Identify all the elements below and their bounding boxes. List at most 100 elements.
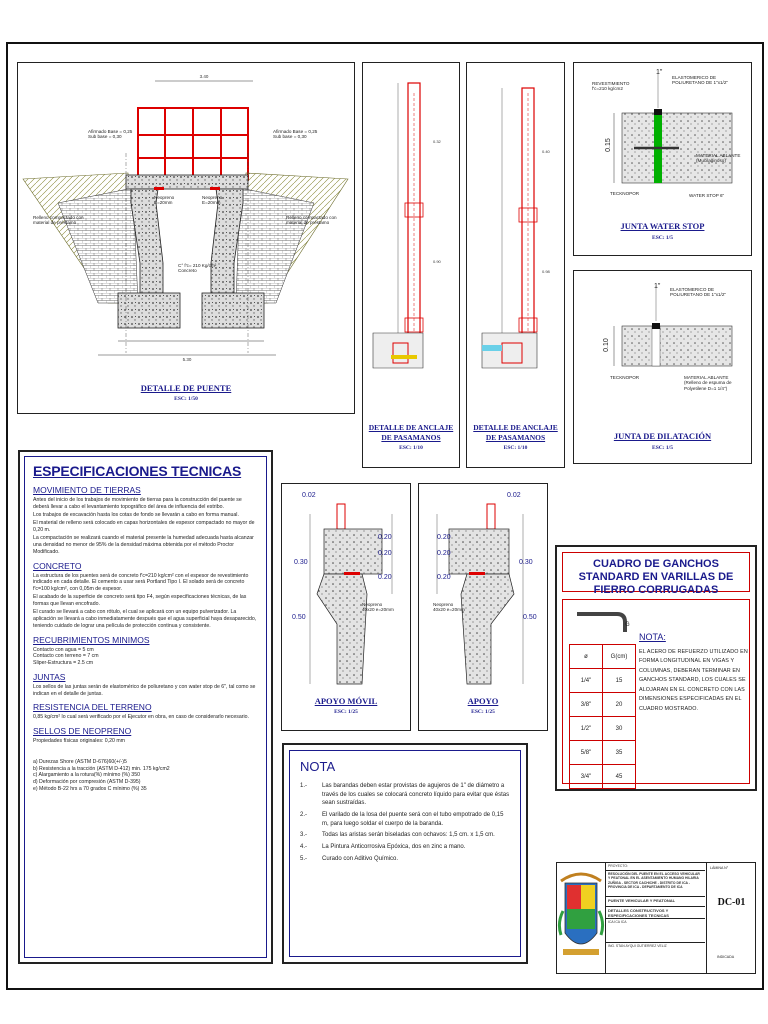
spec-s5-title: RESISTENCIA DEL TERRENO	[33, 702, 152, 713]
spec-paragraph: La estructura de los puentes será de con…	[33, 572, 249, 593]
ws-inch-label: 1"	[656, 69, 663, 76]
ap-d5: 0.20	[437, 574, 451, 581]
nota-text: Todas las aristas serán biseladas con oc…	[322, 832, 495, 839]
ap-d1: 0.02	[507, 492, 521, 499]
spec-line: d) Deformación por compresión (ASTM D-39…	[33, 779, 141, 785]
table-row: 1/2"30	[569, 716, 636, 741]
tb-engineer: ING. STAN AYQUI GUTIERREZ VELIZ	[608, 944, 667, 948]
title-block-grid: PROYECTO: RESOLUCIÓN DEL PUENTE EN EL AC…	[606, 863, 705, 973]
nota-item: 4.-La Pintura Anticorrosiva Epóxica, dos…	[300, 843, 510, 852]
nota-item: 5.-Curado con Aditivo Químico.	[300, 855, 510, 864]
title-block: PROYECTO: RESOLUCIÓN DEL PUENTE EN EL AC…	[556, 862, 756, 974]
bridge-caption: DETALLE DE PUENTE	[140, 383, 232, 393]
ws-teknoport-label: TECKNOPOR	[610, 191, 640, 196]
neoprene-right-label: Neopreno E=20mm	[202, 195, 223, 206]
waterstop-caption: JUNTA WATER STOP	[620, 221, 705, 231]
sheet-number: DC-01	[717, 897, 746, 908]
ganchos-panel: CUADRO DE GANCHOS STANDARD EN VARILLAS D…	[555, 545, 757, 791]
tb-project-label: PROYECTO:	[606, 863, 705, 871]
bridge-scale: ESC: 1/50	[174, 396, 198, 402]
table-cell: 3/4"	[569, 764, 603, 789]
waterstop-scale: ESC: 1/5	[652, 235, 673, 241]
spec-line: Sliper-Estructura = 2.5 cm	[33, 660, 94, 666]
dil-dim-label: 0.10	[602, 338, 610, 352]
dil-teknoport-label: TECKNOPOR	[610, 375, 640, 380]
spec-paragraph: Propiedades físicas originales: 0,20 mm	[33, 738, 125, 744]
ganchos-note-text: EL ACERO DE REFUERZO UTILIZADO EN FORMA …	[639, 649, 748, 712]
municipal-shield-logo	[557, 863, 606, 973]
table-cell: 45	[602, 764, 636, 789]
title-block-right: LÁMINA N° DC-01 INDICADA	[706, 863, 756, 973]
ap-d6: 0.50	[523, 614, 537, 621]
table-cell: 35	[602, 740, 636, 765]
spec-title: ESPECIFICACIONES TECNICAS	[33, 463, 242, 479]
table-row: 3/4"45	[569, 764, 636, 789]
table-row: 3/8"20	[569, 692, 636, 717]
base-left-label: Afirmado Base = 0,25 Sub base = 0,30	[88, 129, 133, 140]
anchor1-caption-2: DE PASAMANOS	[381, 433, 441, 442]
specifications-panel: ESPECIFICACIONES TECNICAS MOVIMIENTO DE …	[18, 450, 273, 964]
spec-paragraph: Antes del inicio de los trabajos de movi…	[33, 497, 242, 510]
table-row: 1/4"15	[569, 668, 636, 693]
tb-sheet-title: DETALLES CONSTRUCTIVOS Y ESPECIFICACIONE…	[606, 907, 705, 919]
am-neo: Neopreno 40x20 e=20mm	[362, 602, 394, 613]
table-cell: 3/8"	[569, 692, 603, 717]
table-row: 5/8"35	[569, 740, 636, 765]
nota-item: 3.-Todas las aristas serán biseladas con…	[300, 831, 510, 840]
dil-inch-label: 1"	[654, 283, 661, 290]
am-d2: 0.20	[378, 534, 392, 541]
spec-paragraph: Los trabajos de excavación hasta los cot…	[33, 512, 239, 518]
hook-icon	[577, 612, 627, 632]
spec-s6-title: SELLOS DE NEOPRENO	[33, 726, 132, 736]
spec-s1-title: MOVIMIENTO DE TIERRAS	[33, 485, 141, 495]
apoyo-panel: 0.02 0.20 0.20 0.30 0.20 0.50 Neopreno 4…	[418, 483, 548, 731]
ganchos-note-title: NOTA:	[639, 632, 666, 642]
spec-line: Contacto con agua = 5 cm	[33, 646, 94, 653]
nota-text: Las barandas deben estar provistas de ag…	[322, 783, 510, 807]
apoyo-movil-drawing	[309, 503, 393, 685]
dilatation-panel: 1" ELASTOMERICO DE POLIURETANO DE 1"x1/2…	[573, 270, 752, 464]
spec-paragraph: El acabado de la superficie de concreto …	[33, 594, 247, 607]
tb-sheet-subject: PUENTE VEHICULAR Y PEATONAL	[606, 897, 705, 907]
dil-material-label: MATERIAL ABLANTE (Relleno de espuma de P…	[684, 375, 732, 391]
table-cell: 1/2"	[569, 716, 603, 741]
bridge-detail-panel: 3.40 5.30 Afirmado Base = 0,25 Sub base …	[17, 62, 355, 414]
ap-d2: 0.20	[437, 534, 451, 541]
nota-panel: NOTA 1.-Las barandas deben estar provist…	[282, 743, 528, 964]
ganchos-title: CUADRO DE GANCHOS STANDARD EN VARILLAS D…	[562, 552, 750, 596]
ws-revest-label: REVESTIMIENTO f'c=210 kg/cm2	[592, 81, 630, 92]
ganchos-g-label: G	[625, 622, 630, 628]
spec-paragraph: Los sellos de las juntas serán de elasto…	[33, 683, 256, 697]
apoyo-movil-caption: APOYO MÓVIL	[314, 696, 378, 706]
waterstop-drawing	[613, 73, 733, 184]
dil-elast-label: ELASTOMERICO DE POLIURETANO DE 1"x1/2"	[670, 287, 727, 298]
apoyo-drawing	[436, 503, 524, 685]
nota-title: NOTA	[300, 759, 336, 774]
drawing-sheet-frame	[6, 42, 764, 990]
spec-s3-title: RECUBRIMIENTOS MINIMOS	[33, 634, 150, 645]
anchor2-scale: ESC: 1/10	[503, 445, 528, 451]
ap-d4: 0.30	[519, 559, 533, 566]
spec-line: b) Resistencia a la tracción (ASTM D-412…	[33, 765, 170, 772]
nota-text: La Pintura Anticorrosiva Epóxica, dos en…	[322, 844, 466, 851]
spec-paragraph: 0,85 kg/cm² lo cual será verificado por …	[33, 714, 249, 721]
spec-s2-title: CONCRETO	[33, 560, 82, 571]
ws-material-label: MATERIAL ABLANTE (Mucilaginoso)	[696, 153, 741, 164]
apoyo-movil-panel: 0.02 0.20 0.20 0.30 0.20 0.50 Neopreno 4…	[281, 483, 411, 731]
tb-scale: INDICADA	[717, 955, 735, 959]
am-d3: 0.20	[378, 550, 392, 557]
spec-line: Contacto con terreno = 7 cm	[33, 653, 99, 660]
dilatation-drawing	[613, 286, 733, 367]
table-cell: 1/4"	[569, 668, 603, 693]
ap-neo: Neopreno 40x20 e=20mm	[433, 602, 465, 613]
svg-text:0.32: 0.32	[433, 139, 442, 144]
base-right-label: Afirmado Base = 0,25 Sub base = 0,30	[273, 129, 318, 140]
dim-top: 3.40	[200, 74, 209, 79]
spec-line: e) Método B-22 hrs a 70 grados C mínimo …	[33, 785, 147, 792]
ws-ws-label: WATER STOP 6"	[689, 193, 725, 198]
tb-sheet-label: LÁMINA N°	[710, 866, 729, 870]
spec-paragraph: La compactación se realizará cuando el m…	[33, 535, 254, 555]
nota-text: El varilado de la losa del puente será c…	[322, 812, 504, 827]
